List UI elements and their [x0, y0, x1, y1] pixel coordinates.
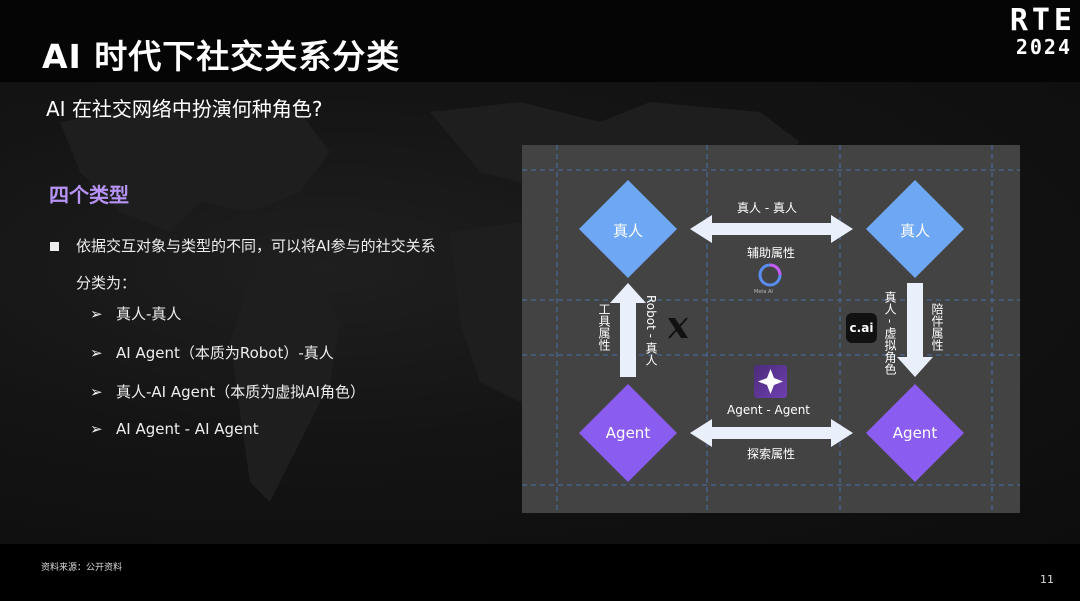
page-number: 11: [1040, 573, 1054, 586]
agent-node-bottom-right: [866, 384, 964, 482]
arrow-bullet-icon: ➢: [90, 420, 103, 438]
footer-bar: [0, 544, 1080, 601]
human-node-top-left: [579, 180, 677, 278]
square-bullet-icon: [50, 242, 59, 251]
list-item: ➢ 真人-真人: [90, 303, 181, 324]
arrow-up-left: [610, 283, 646, 377]
agent-app-icon: [754, 365, 787, 398]
bullet-line-1: 依据交互对象与类型的不同，可以将AI参与的社交关系: [76, 237, 436, 255]
x-logo-icon: [665, 315, 691, 341]
section-title: 四个类型: [49, 183, 129, 207]
node-label: Agent: [892, 424, 938, 442]
list-item-text: AI Agent - AI Agent: [116, 420, 259, 438]
bottom-arrow-label: Agent - Agent: [727, 403, 810, 417]
left-arrow-label: Robot - 真人: [644, 295, 658, 366]
rte-2024-logo: RTE 2024: [972, 6, 1076, 60]
list-item-text: 真人-真人: [116, 305, 182, 323]
node-label: Agent: [605, 424, 651, 442]
arrow-bullet-icon: ➢: [90, 383, 103, 401]
left-attr-label: 工具属性: [597, 303, 611, 351]
list-item: ➢ 真人-AI Agent（本质为虚拟AI角色）: [90, 381, 365, 402]
bullet-paragraph: 依据交互对象与类型的不同，可以将AI参与的社交关系 分类为：: [50, 228, 490, 302]
arrow-bullet-icon: ➢: [90, 344, 103, 362]
source-note: 资料来源：公开资料: [41, 563, 123, 573]
meta-ai-label: Meta AI: [754, 289, 773, 295]
list-item-text: 真人-AI Agent（本质为虚拟AI角色）: [116, 383, 365, 401]
list-item: ➢ AI Agent（本质为Robot）-真人: [90, 342, 334, 363]
node-label: 真人: [899, 222, 930, 240]
header-bar: AI 时代下社交关系分类 RTE 2024: [0, 0, 1080, 82]
bottom-attr-label: 探索属性: [747, 447, 796, 461]
page-title: AI 时代下社交关系分类: [42, 37, 401, 76]
node-label: 真人: [612, 222, 643, 240]
bullet-line-2: 分类为：: [76, 274, 137, 292]
arrow-down-right: [897, 283, 933, 377]
agent-node-bottom-left: [579, 384, 677, 482]
human-node-top-right: [866, 180, 964, 278]
right-attr-label: 陪伴属性: [930, 303, 944, 351]
relationship-diagram: 真人 真人 Agent Agent 真人 - 真人 辅助属性 Meta AI A…: [522, 145, 1020, 513]
arrows: [610, 215, 933, 447]
list-item-text: AI Agent（本质为Robot）-真人: [116, 344, 334, 362]
double-arrow-bottom: [690, 419, 853, 447]
double-arrow-top: [690, 215, 853, 243]
meta-ai-icon: [757, 262, 783, 288]
top-attr-label: 辅助属性: [747, 246, 796, 260]
character-ai-icon: c.ai: [846, 313, 877, 343]
logo-line-1: RTE: [1009, 3, 1076, 38]
top-arrow-label: 真人 - 真人: [737, 201, 797, 215]
arrow-bullet-icon: ➢: [90, 305, 103, 323]
right-arrow-label: 真人 - 虚拟角色: [883, 291, 897, 375]
diagram-graphics: [522, 145, 1020, 513]
logo-line-2: 2024: [1015, 35, 1072, 59]
subtitle: AI 在社交网络中扮演何种角色?: [46, 97, 323, 121]
list-item: ➢ AI Agent - AI Agent: [90, 420, 259, 438]
